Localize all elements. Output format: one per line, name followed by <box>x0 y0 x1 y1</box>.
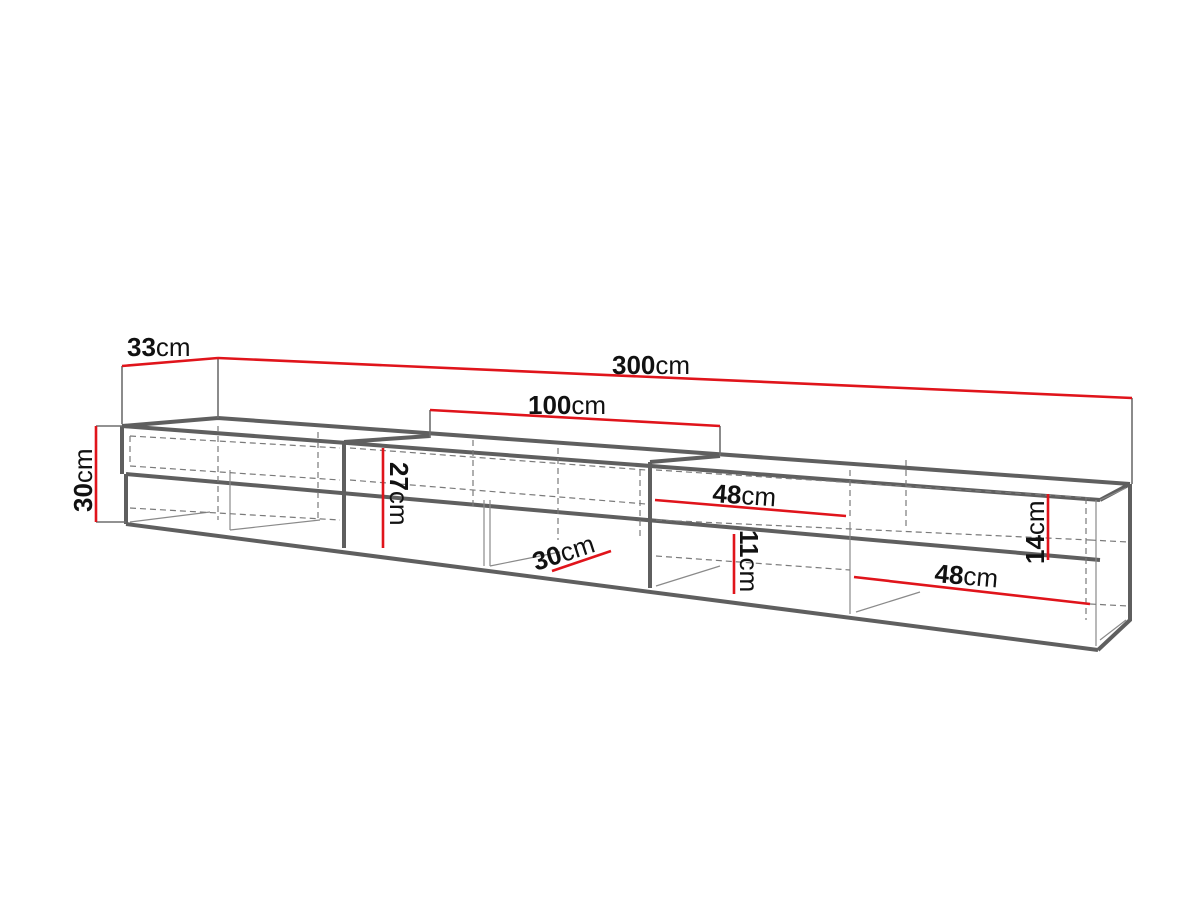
dimension-lines <box>94 356 1133 606</box>
internal-structure <box>129 470 1127 646</box>
dim-line-module-width <box>429 408 721 428</box>
label-height: 30cm <box>68 448 98 512</box>
label-depth: 33cm <box>127 332 191 362</box>
label-shelf-depth: 30cm <box>529 529 599 577</box>
label-upper-height: 14cm <box>1020 500 1050 564</box>
dim-line-lower-width <box>853 575 1091 606</box>
extension-lines <box>96 358 1133 523</box>
label-lower-width: 48cm <box>933 558 999 593</box>
dim-line-shelf-depth <box>551 549 612 573</box>
hidden-lines <box>129 426 1129 620</box>
dim-line-upper-width <box>654 498 847 518</box>
label-inner-height: 27cm <box>384 462 414 526</box>
dim-line-depth <box>121 356 219 368</box>
label-lower-height: 11cm <box>734 530 764 592</box>
dim-line-total-width <box>217 356 1133 400</box>
cabinet-outline <box>120 415 1132 652</box>
label-total-width: 300cm <box>612 350 690 380</box>
label-upper-width: 48cm <box>712 478 778 512</box>
label-module-width: 100cm <box>528 390 606 420</box>
